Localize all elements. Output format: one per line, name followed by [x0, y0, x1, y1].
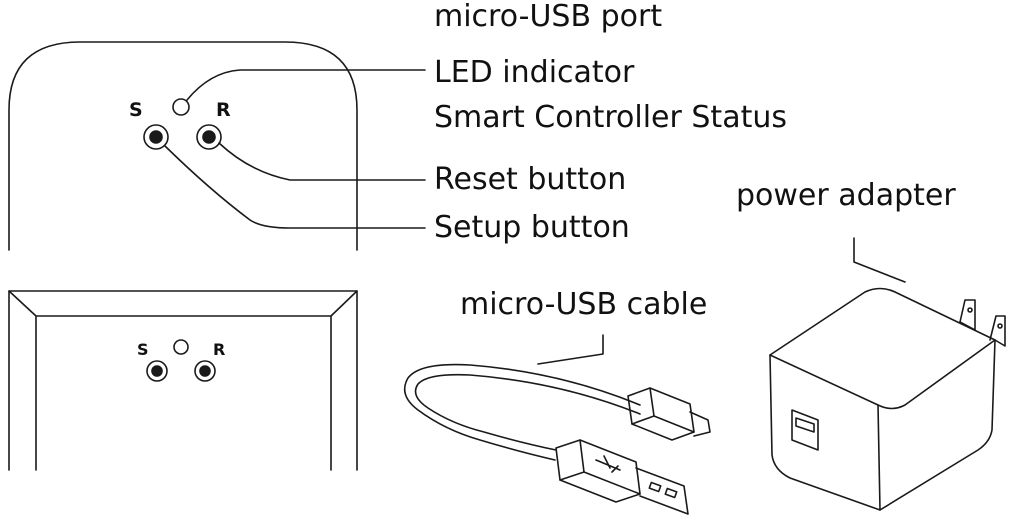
label-smart-controller-status: Smart Controller Status — [434, 100, 787, 135]
reset-button-graphic — [196, 124, 222, 150]
leader-power-adapter — [853, 237, 906, 283]
label-led-indicator: LED indicator — [434, 55, 635, 90]
leader-setup-button — [164, 145, 426, 229]
label-reset-button: Reset button — [434, 162, 627, 197]
bottom-led-circle — [173, 339, 189, 355]
power-adapter-graphic — [769, 287, 1006, 511]
led-indicator-circle — [172, 98, 190, 116]
front-setup-letter: S — [129, 99, 143, 121]
leader-micro-usb-cable — [537, 334, 604, 365]
setup-button-graphic — [143, 124, 169, 150]
leader-reset-button — [218, 142, 426, 181]
label-micro-usb-port: micro-USB port — [434, 0, 663, 34]
device-bottom-outline — [8, 290, 358, 471]
device-front-outline — [8, 41, 358, 251]
front-reset-letter: R — [216, 99, 231, 121]
bottom-reset-button-graphic — [194, 360, 216, 382]
leader-led-indicator — [186, 69, 426, 101]
label-power-adapter: power adapter — [736, 178, 956, 213]
bottom-reset-letter: R — [213, 340, 226, 359]
micro-usb-cable-graphic — [403, 363, 711, 515]
label-micro-usb-cable: micro-USB cable — [460, 287, 708, 322]
bottom-setup-letter: S — [137, 340, 149, 359]
bottom-setup-button-graphic — [146, 360, 168, 382]
label-setup-button: Setup button — [434, 210, 630, 245]
